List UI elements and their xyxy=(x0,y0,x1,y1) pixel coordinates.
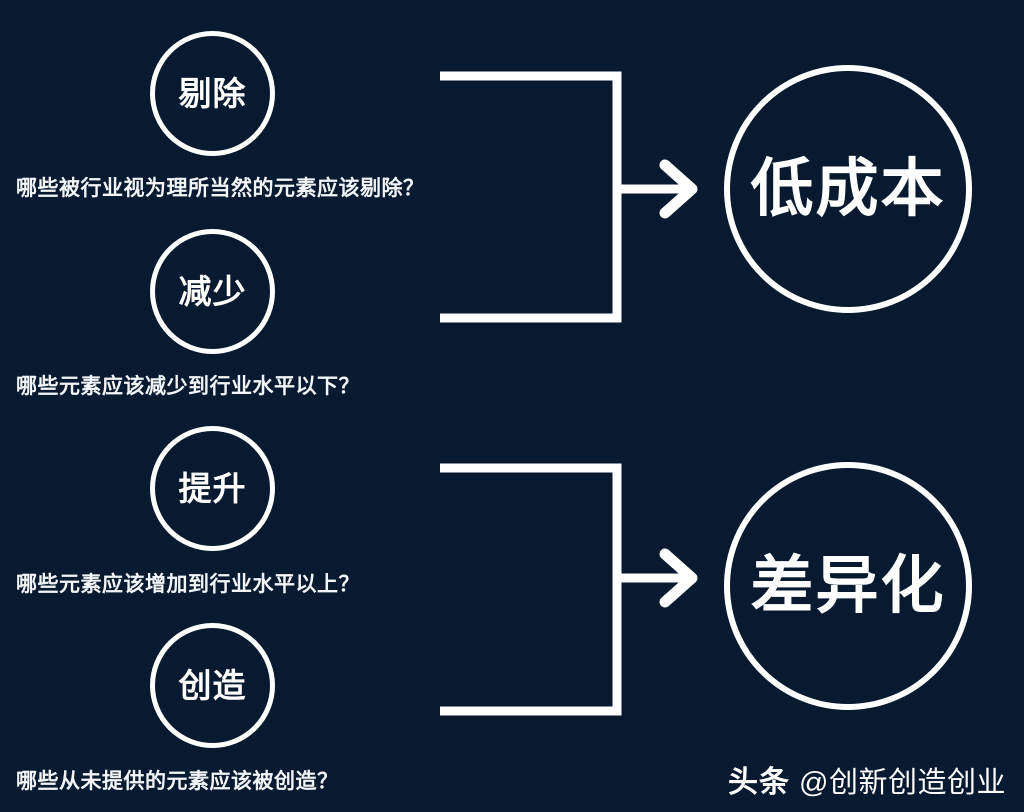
bracket-arrow-differentiation xyxy=(440,463,698,716)
outcome-circle-differentiation[interactable]: 差异化 xyxy=(724,462,972,710)
action-caption-eliminate: 哪些被行业视为理所当然的元素应该剔除？ xyxy=(16,177,425,200)
action-caption-reduce: 哪些元素应该减少到行业水平以下？ xyxy=(16,375,360,398)
outcome-circle-low-cost[interactable]: 低成本 xyxy=(724,65,972,313)
watermark-brand: 头条 xyxy=(728,766,791,799)
arrow-head-differentiation xyxy=(659,548,698,608)
action-circle-reduce[interactable]: 减少 xyxy=(150,229,275,354)
outcome-label-differentiation: 差异化 xyxy=(750,550,946,621)
watermark-handle: @创新创造创业 xyxy=(799,767,1006,799)
action-label-raise: 提升 xyxy=(178,470,247,507)
action-caption-create: 哪些从未提供的元素应该被创造？ xyxy=(16,770,339,793)
outcome-label-low-cost: 低成本 xyxy=(750,153,946,224)
bracket-arrow-low-cost xyxy=(440,71,698,323)
action-circle-eliminate[interactable]: 剔除 xyxy=(150,31,275,156)
action-caption-raise: 哪些元素应该增加到行业水平以上？ xyxy=(16,573,360,596)
action-label-eliminate: 剔除 xyxy=(178,75,247,112)
watermark: 头条 @创新创造创业 xyxy=(728,768,1006,798)
action-label-reduce: 减少 xyxy=(178,273,247,310)
bracket-path-differentiation xyxy=(440,463,622,716)
arrow-head-low-cost xyxy=(659,159,698,219)
bracket-path-low-cost xyxy=(440,71,622,323)
action-label-create: 创造 xyxy=(178,667,247,704)
action-circle-create[interactable]: 创造 xyxy=(150,623,275,748)
action-circle-raise[interactable]: 提升 xyxy=(150,426,275,551)
